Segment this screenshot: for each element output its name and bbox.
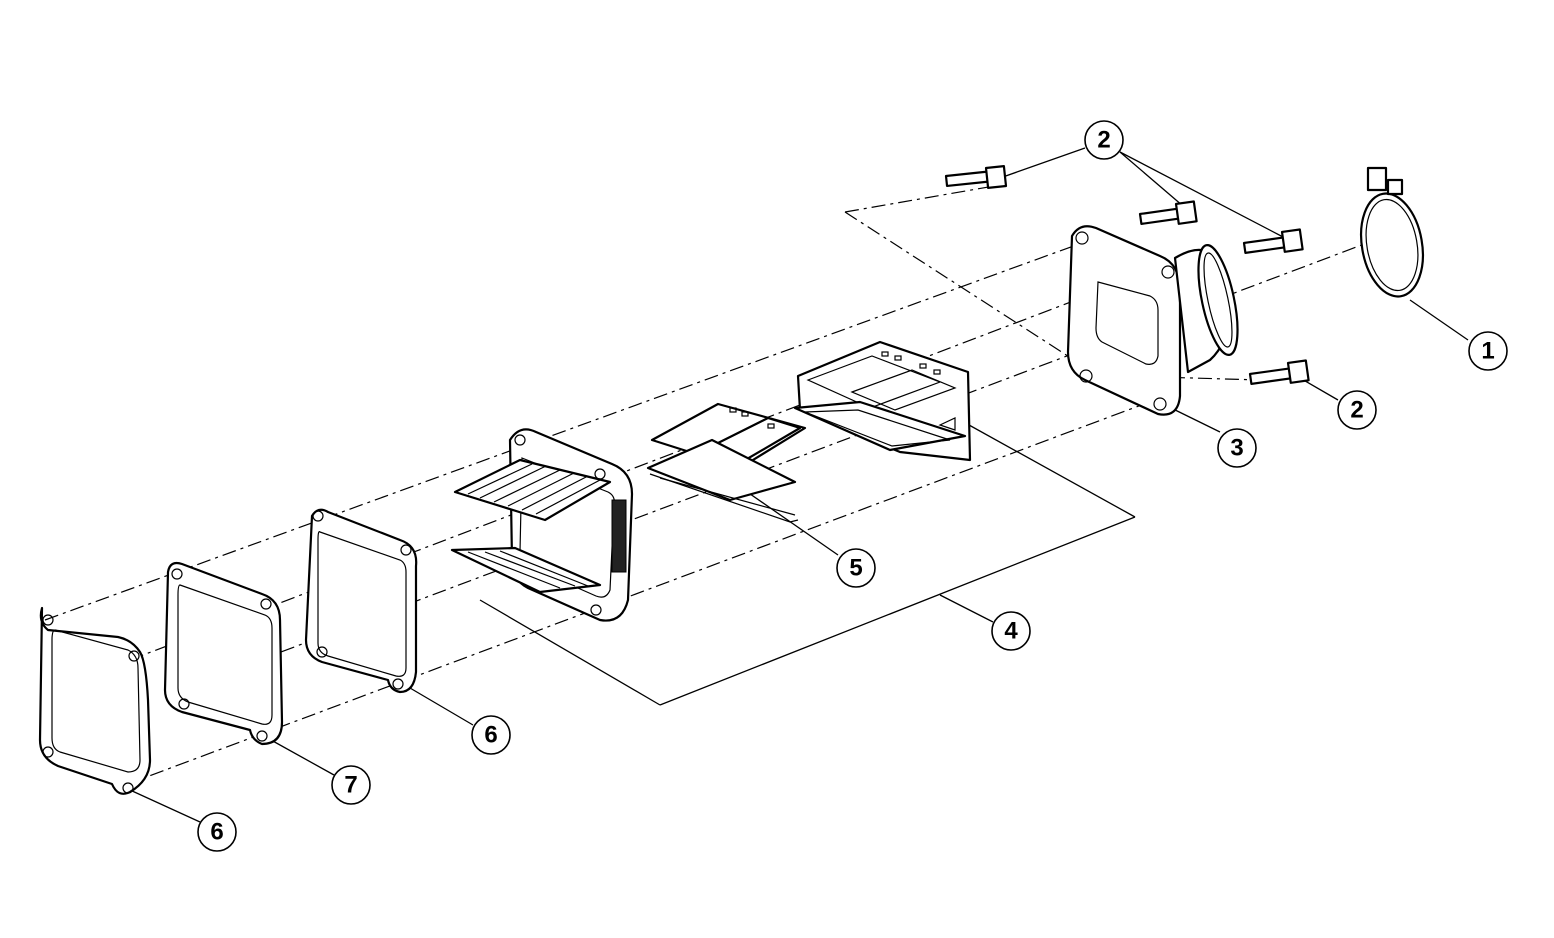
spacer-plate <box>163 561 284 746</box>
callout-1: 1 <box>1468 331 1508 371</box>
intake-boot <box>1066 225 1239 416</box>
callout-3: 3 <box>1217 428 1257 468</box>
callout-6-middle-label: 6 <box>484 722 497 749</box>
bolt-4 <box>1248 359 1310 386</box>
gasket-middle <box>304 508 418 694</box>
bolt-1 <box>944 165 1008 189</box>
leader-lines <box>129 147 1469 823</box>
callout-7: 7 <box>331 765 371 805</box>
callout-2-top-label: 2 <box>1097 127 1110 154</box>
callout-7-label: 7 <box>344 772 357 799</box>
callout-5-label: 5 <box>849 555 862 582</box>
callout-6-bottom-label: 6 <box>210 819 223 846</box>
callout-2-top: 2 <box>1084 120 1124 160</box>
bolt-2 <box>1138 200 1198 226</box>
bolts <box>944 165 1310 386</box>
callout-6-bottom: 6 <box>197 812 237 852</box>
callout-1-label: 1 <box>1481 338 1494 365</box>
reed-petals <box>646 402 807 523</box>
callouts: 1 2 2 3 4 5 6 6 <box>197 120 1508 852</box>
reed-frame <box>793 340 972 462</box>
hose-clamp <box>1360 166 1424 298</box>
bolt-3 <box>1242 228 1304 255</box>
callout-4-label: 4 <box>1004 618 1018 645</box>
callout-2-right: 2 <box>1337 390 1377 430</box>
callout-5: 5 <box>836 548 876 588</box>
callout-3-label: 3 <box>1230 435 1243 462</box>
reed-cage <box>450 428 634 622</box>
gasket-left <box>38 606 152 795</box>
callout-4: 4 <box>991 611 1031 651</box>
callout-2-right-label: 2 <box>1350 397 1363 424</box>
callout-6-middle: 6 <box>471 715 511 755</box>
